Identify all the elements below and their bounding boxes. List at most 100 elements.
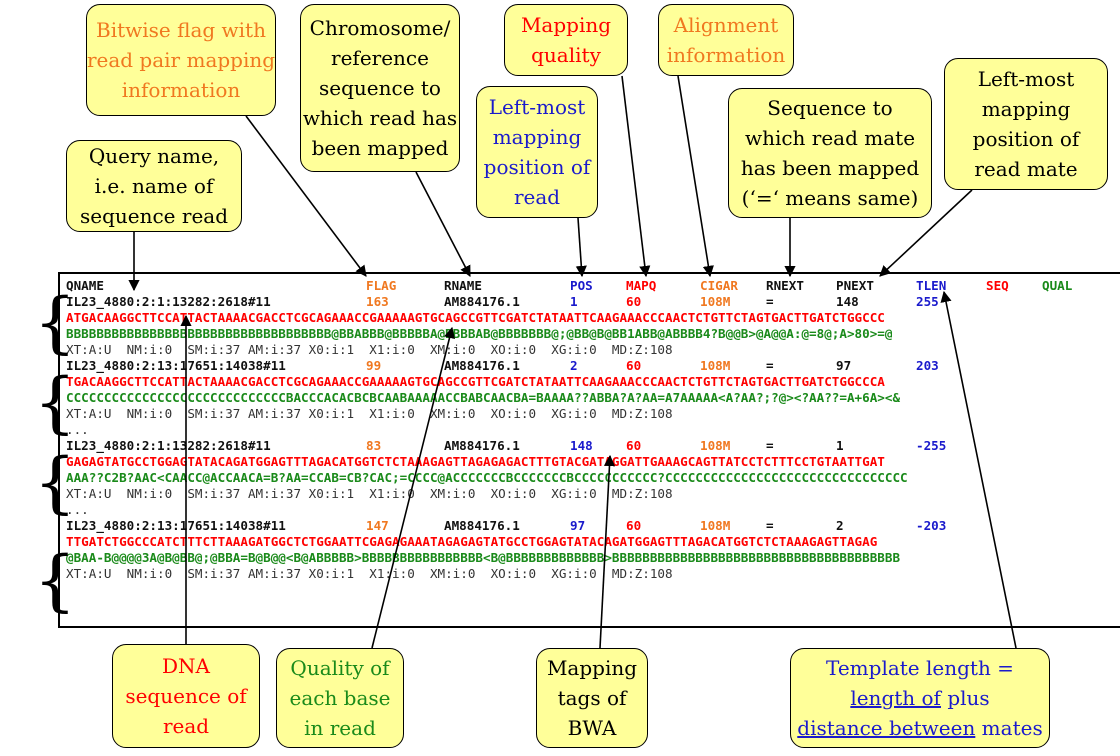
callout-rname-line-4: which read has bbox=[302, 106, 458, 130]
callout-pos: Left-most mapping position of read bbox=[476, 86, 598, 218]
callout-pnext: Left-most mapping position of read mate bbox=[944, 58, 1108, 190]
ellipsis-2: ... bbox=[66, 502, 89, 517]
record-4-pos: 97 bbox=[570, 518, 586, 533]
callout-qname-line-1: Query name, bbox=[88, 144, 220, 168]
callout-pos-line-2: mapping bbox=[492, 125, 582, 149]
callout-rnext: Sequence to which read mate has been map… bbox=[728, 88, 932, 218]
callout-tlen-line-3-rest: mates bbox=[975, 716, 1043, 740]
callout-mapq: Mapping quality bbox=[504, 4, 628, 76]
callout-tlen: Template length = length of plus distanc… bbox=[790, 648, 1050, 748]
record-1-brace: { bbox=[34, 284, 76, 361]
callout-flag: Bitwise flag with read pair mapping info… bbox=[86, 4, 276, 116]
record-1-pos: 1 bbox=[570, 294, 578, 309]
callout-tags-line-3: BWA bbox=[567, 716, 617, 740]
callout-tags-line-2: tags of bbox=[557, 686, 627, 710]
record-3-qname: IL23_4880:2:1:13282:2618#11 bbox=[66, 438, 271, 453]
record-1-tlen: 255 bbox=[916, 294, 939, 309]
header-seq: SEQ bbox=[986, 278, 1009, 293]
record-2-qname: IL23_4880:2:13:17651:14038#11 bbox=[66, 358, 286, 373]
record-4-tlen: -203 bbox=[916, 518, 947, 533]
record-2-pnext: 97 bbox=[836, 358, 852, 373]
record-3-brace: { bbox=[34, 444, 76, 521]
record-3-rnext: = bbox=[766, 438, 774, 453]
record-4-seq: TTGATCTGGCCCATCTTTCTTAAAGATGGCTCTGGAATTC… bbox=[66, 534, 878, 549]
callout-qname-line-3: sequence read bbox=[79, 204, 229, 228]
record-4-rnext: = bbox=[766, 518, 774, 533]
callout-tlen-line-2-underlined: length of bbox=[850, 686, 941, 710]
record-4-qname: IL23_4880:2:13:17651:14038#11 bbox=[66, 518, 286, 533]
callout-rname-line-3: sequence to bbox=[319, 76, 441, 100]
callout-rnext-line-4: (‘=‘ means same) bbox=[741, 186, 919, 210]
ellipsis-1: ... bbox=[66, 422, 89, 437]
callout-pnext-line-3: position of bbox=[972, 127, 1080, 151]
record-4-cigar: 108M bbox=[700, 518, 731, 533]
callout-pos-line-3: position of bbox=[483, 155, 591, 179]
callout-seq-line-2: sequence of bbox=[125, 684, 247, 708]
callout-rname: Chromosome/ reference sequence to which … bbox=[300, 4, 460, 172]
record-2-seq: TGACAAGGCTTCCATTACTAAAACGACCTCGCAGAAACCG… bbox=[66, 374, 885, 389]
callout-tags-line-1: Mapping bbox=[546, 656, 638, 680]
record-3-cigar: 108M bbox=[700, 438, 731, 453]
record-1-flag: 163 bbox=[366, 294, 389, 309]
record-2-tlen: 203 bbox=[916, 358, 939, 373]
header-rname: RNAME bbox=[444, 278, 482, 293]
record-3-seq: GAGAGTATGCCTGGAGTATACAGATGGAGTTTAGACATGG… bbox=[66, 454, 885, 469]
callout-pos-line-4: read bbox=[513, 185, 561, 209]
record-2-brace: { bbox=[34, 364, 76, 441]
record-3-tlen: -255 bbox=[916, 438, 947, 453]
callout-qname-line-2: i.e. name of bbox=[94, 174, 214, 198]
callout-qual-line-3: in read bbox=[304, 716, 376, 740]
callout-cigar-line-1: Alignment bbox=[673, 13, 779, 37]
callout-flag-line-3: information bbox=[121, 78, 241, 102]
arrow-cigar bbox=[677, 75, 714, 278]
callout-qual: Quality of each base in read bbox=[276, 648, 404, 748]
callout-pnext-line-1: Left-most bbox=[977, 67, 1075, 91]
record-1-rnext: = bbox=[766, 294, 774, 309]
callout-rname-line-5: been mapped bbox=[311, 136, 449, 160]
callout-flag-line-1: Bitwise flag with bbox=[96, 18, 266, 42]
callout-flag-line-2: read pair mapping bbox=[86, 48, 276, 72]
record-2-qual: CCCCCCCCCCCCCCCCCCCCCCCCCCCCCBACCCACACBC… bbox=[66, 390, 901, 405]
record-3-mapq: 60 bbox=[626, 438, 642, 453]
header-qname: QNAME bbox=[66, 278, 104, 293]
arrow-mapq bbox=[621, 75, 651, 278]
header-pos: POS bbox=[570, 278, 593, 293]
callout-rnext-line-1: Sequence to bbox=[767, 96, 893, 120]
callout-cigar-line-2: information bbox=[666, 43, 786, 67]
sam-records-panel: QNAME FLAG RNAME POS MAPQ CIGAR RNEXT PN… bbox=[58, 272, 1120, 628]
record-3-tags: XT:A:U NM:i:0 SM:i:37 AM:i:37 X0:i:1 X1:… bbox=[66, 486, 673, 501]
record-3-pos: 148 bbox=[570, 438, 593, 453]
header-flag: FLAG bbox=[366, 278, 397, 293]
record-2-rname: AM884176.1 bbox=[444, 358, 520, 373]
record-2-rnext: = bbox=[766, 358, 774, 373]
callout-rnext-line-2: which read mate bbox=[744, 126, 916, 150]
callout-seq-line-1: DNA bbox=[162, 654, 210, 678]
header-tlen: TLEN bbox=[916, 278, 947, 293]
record-3-qual: AAA??C2B?AAC<CAACC@ACCAACA=B?AA=CCAB=CB?… bbox=[66, 470, 908, 485]
callout-qual-line-2: each base bbox=[289, 686, 391, 710]
record-4-tags: XT:A:U NM:i:0 SM:i:37 AM:i:37 X0:i:1 X1:… bbox=[66, 566, 673, 581]
callout-mapq-line-1: Mapping bbox=[520, 13, 612, 37]
record-1-pnext: 148 bbox=[836, 294, 859, 309]
callout-rname-line-1: Chromosome/ bbox=[309, 16, 451, 40]
header-cigar: CIGAR bbox=[700, 278, 738, 293]
record-1-qname: IL23_4880:2:1:13282:2618#11 bbox=[66, 294, 271, 309]
callout-pnext-line-4: read mate bbox=[974, 157, 1078, 181]
callout-pos-line-1: Left-most bbox=[488, 95, 586, 119]
record-3-flag: 83 bbox=[366, 438, 382, 453]
record-4-rname: AM884176.1 bbox=[444, 518, 520, 533]
callout-tlen-line-1: Template length = bbox=[826, 656, 1014, 680]
callout-rnext-line-3: has been mapped bbox=[740, 156, 920, 180]
record-1-rname: AM884176.1 bbox=[444, 294, 520, 309]
record-4-brace: { bbox=[34, 542, 76, 619]
callout-tlen-line-2: length of plus bbox=[850, 683, 989, 713]
record-3-rname: AM884176.1 bbox=[444, 438, 520, 453]
header-qual: QUAL bbox=[1042, 278, 1073, 293]
callout-qual-line-1: Quality of bbox=[290, 656, 390, 680]
record-2-tags: XT:A:U NM:i:0 SM:i:37 AM:i:37 X0:i:1 X1:… bbox=[66, 406, 673, 421]
record-1-tags: XT:A:U NM:i:0 SM:i:37 AM:i:37 X0:i:1 X1:… bbox=[66, 342, 673, 357]
record-1-mapq: 60 bbox=[626, 294, 642, 309]
record-2-pos: 2 bbox=[570, 358, 578, 373]
callout-pnext-line-2: mapping bbox=[981, 97, 1071, 121]
callout-mapq-line-2: quality bbox=[531, 43, 601, 67]
